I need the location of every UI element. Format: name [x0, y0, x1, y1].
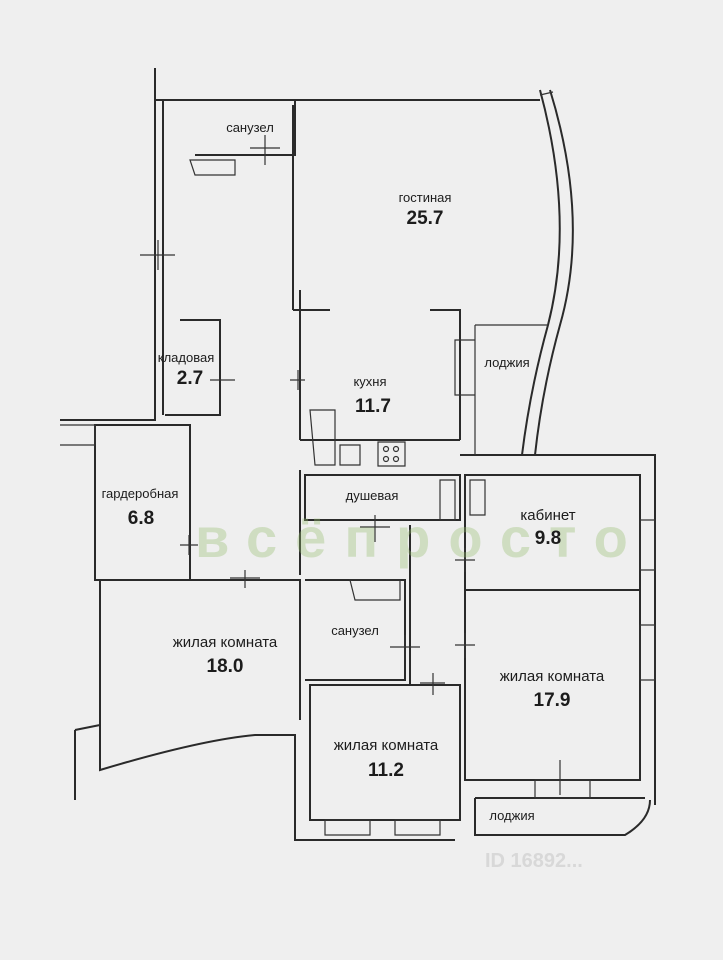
room-storage-area: 2.7 [176, 368, 204, 389]
room-bedroom-3-label: жилая комната [333, 737, 439, 754]
room-bedroom-2-area: 17.9 [533, 690, 571, 711]
room-bedroom-2-label: жилая комната [499, 668, 605, 685]
room-kitchen-area: 11.7 [355, 396, 391, 417]
room-bedroom-1-area: 18.0 [206, 656, 244, 677]
room-shower-label: душевая [345, 488, 399, 503]
room-bathroom-2-label: санузел [331, 623, 379, 638]
room-living-area: 25.7 [406, 208, 444, 229]
room-loggia-2-label: лоджия [489, 808, 535, 823]
room-living-label: гостиная [398, 190, 452, 205]
room-study-label: кабинет [520, 507, 576, 524]
watermark-id: ID 16892... [485, 850, 583, 872]
room-storage-label: кладовая [157, 350, 215, 365]
room-bedroom-3-area: 11.2 [368, 760, 404, 781]
room-bedroom-1-label: жилая комната [172, 634, 278, 651]
room-study-area: 9.8 [534, 528, 562, 549]
watermark-logo: всёпросто [195, 506, 646, 569]
room-wardrobe-area: 6.8 [127, 508, 155, 529]
room-loggia-1-label: лоджия [484, 355, 530, 370]
room-kitchen-label: кухня [353, 374, 387, 389]
room-bathroom-1-label: санузел [226, 120, 274, 135]
room-wardrobe-label: гардеробная [101, 486, 179, 501]
